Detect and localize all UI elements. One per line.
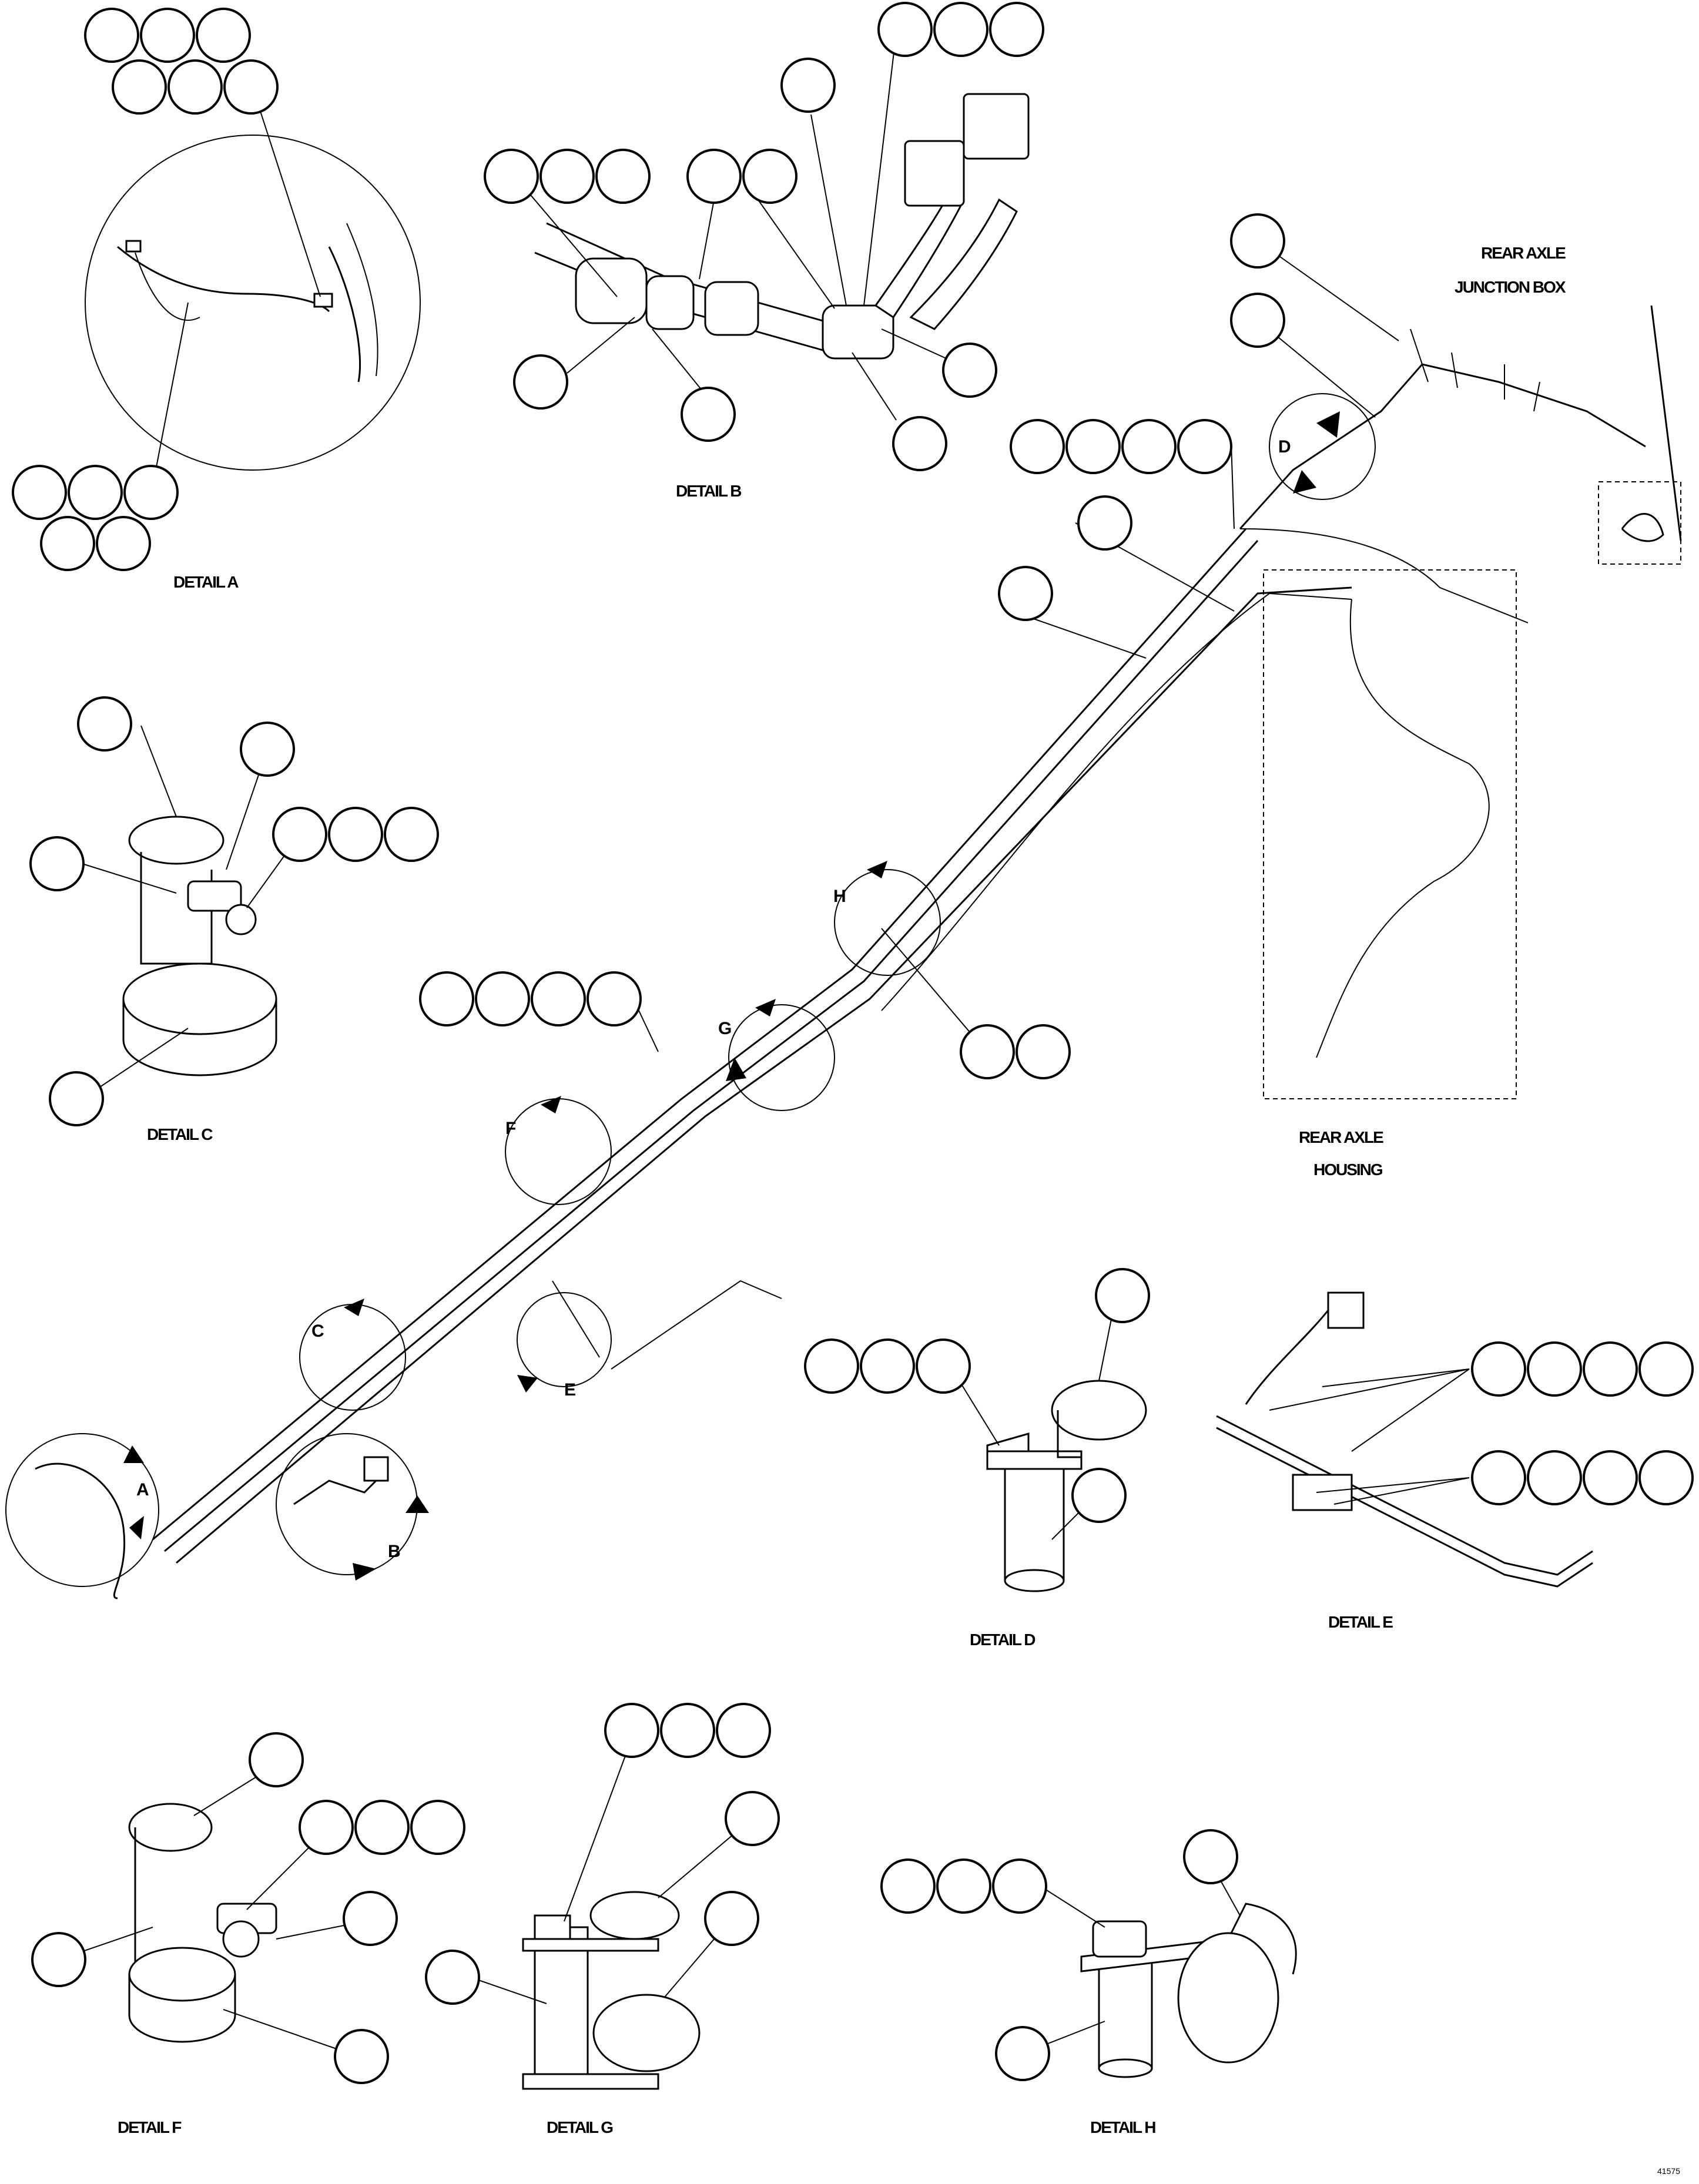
view-letter-g: G	[718, 1019, 732, 1038]
rear-axle-junction-box-label-2: JUNCTION BOX	[1455, 278, 1566, 296]
main-harness: REAR AXLE HOUSING H G F	[5, 419, 1529, 1599]
detail-e-caption: DETAIL E	[1328, 1613, 1393, 1631]
detail-a-caption: DETAIL A	[173, 573, 239, 591]
detail-d-caption: DETAIL D	[970, 1631, 1036, 1649]
view-letter-c: C	[311, 1321, 324, 1341]
view-letter-b: B	[388, 1542, 401, 1561]
rear-axle-housing-label-1: REAR AXLE	[1299, 1128, 1383, 1146]
detail-c-caption: DETAIL C	[147, 1125, 213, 1143]
detail-b: DETAIL B	[484, 2, 1044, 500]
rear-axle-junction-box-area: REAR AXLE JUNCTION BOX D	[1230, 213, 1682, 565]
detail-d: DETAIL D	[804, 1268, 1150, 1649]
detail-g-caption: DETAIL G	[547, 2118, 613, 2136]
callout-group-a-top	[84, 8, 279, 115]
rear-axle-junction-box-label-1: REAR AXLE	[1481, 244, 1566, 262]
detail-e: DETAIL E	[1216, 1291, 1694, 1631]
view-letter-h: H	[833, 887, 846, 906]
detail-h-caption: DETAIL H	[1090, 2118, 1155, 2136]
callout-group-a-bottom	[12, 465, 179, 571]
detail-b-caption: DETAIL B	[676, 482, 741, 500]
detail-c: DETAIL C	[29, 696, 439, 1143]
detail-h: DETAIL H	[880, 1829, 1297, 2136]
view-letter-f: F	[505, 1119, 516, 1138]
callout-group-main-top	[998, 419, 1232, 621]
view-letter-d: D	[1278, 437, 1291, 457]
detail-g: DETAIL G	[425, 1703, 780, 2136]
view-letter-e: E	[564, 1380, 576, 1400]
callout-group-b	[484, 2, 1044, 471]
detail-f-caption: DETAIL F	[118, 2118, 182, 2136]
view-letter-a: A	[136, 1480, 149, 1499]
figure-id: 41575	[1657, 2166, 1680, 2176]
detail-f: DETAIL F	[31, 1732, 465, 2136]
detail-a: DETAIL A	[12, 8, 421, 591]
rear-axle-housing-label-2: HOUSING	[1313, 1160, 1383, 1179]
